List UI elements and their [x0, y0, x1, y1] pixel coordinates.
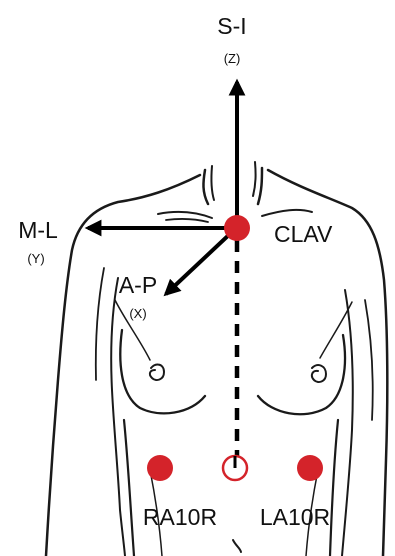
clav-label: CLAV: [274, 221, 333, 247]
clav-marker-dot: [224, 215, 250, 241]
ml-axis-label: M-L: [18, 217, 58, 243]
torso-outline: [46, 162, 387, 556]
si-axis-label: S-I: [217, 13, 246, 39]
ap-axis-arrow-icon: [166, 232, 232, 294]
la10r-marker-dot: [297, 455, 323, 481]
ap-axis-sublabel: (X): [129, 306, 146, 321]
ra10r-marker-dot: [147, 455, 173, 481]
la10r-label: LA10R: [260, 504, 330, 530]
si-axis-sublabel: (Z): [224, 51, 241, 66]
ml-axis-sublabel: (Y): [27, 251, 44, 266]
ap-axis-label: A-P: [119, 272, 157, 298]
ra10r-label: RA10R: [143, 504, 217, 530]
